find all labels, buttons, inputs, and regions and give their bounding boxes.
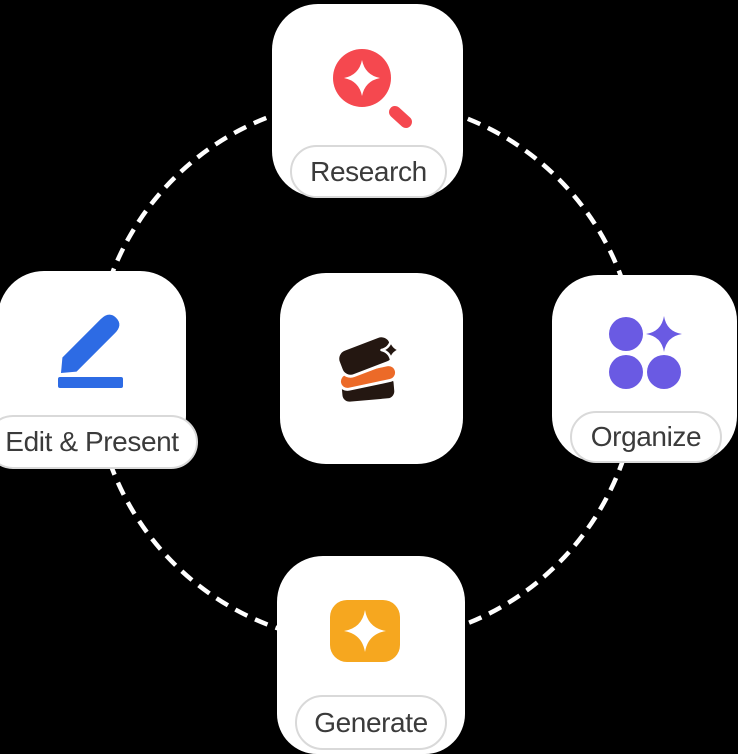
- magnifier-sparkle-icon: [333, 49, 412, 128]
- research-label: Research: [290, 145, 447, 198]
- center-app-card: [280, 273, 463, 464]
- sparkle-badge-icon: [330, 600, 400, 662]
- organize-label: Organize: [570, 411, 722, 463]
- generate-label: Generate: [295, 695, 447, 750]
- edit-present-label: Edit & Present: [0, 415, 198, 469]
- stacked-cards-logo: [336, 334, 402, 402]
- circles-sparkle-icon: [609, 316, 682, 389]
- pencil-underline-icon: [58, 314, 123, 388]
